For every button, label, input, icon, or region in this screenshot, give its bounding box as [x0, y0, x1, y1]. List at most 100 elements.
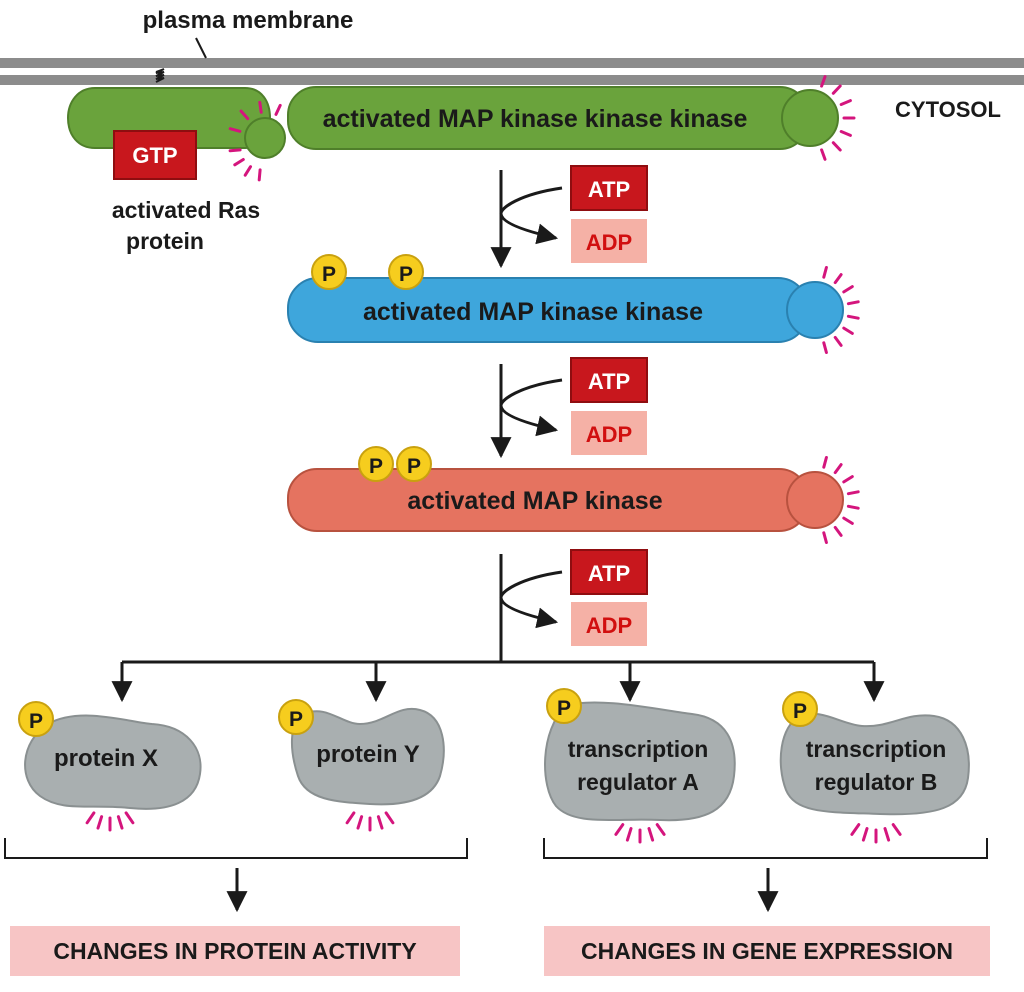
activation-tick [839, 130, 852, 137]
activation-tick [833, 525, 843, 537]
activation-tick [655, 823, 666, 836]
protein-activity-box [10, 926, 460, 976]
regulator-b-label-line2: regulator B [815, 769, 938, 795]
phosphorylation-arrow [490, 170, 563, 269]
phosphate-icon: P [358, 446, 394, 482]
adp-label: ADP [586, 613, 632, 638]
branch-connector [111, 660, 885, 703]
activation-ticks [85, 75, 902, 844]
protein-y [290, 707, 445, 806]
ras-label-line2: protein [126, 228, 204, 254]
adp-box [571, 602, 647, 646]
activation-tick [831, 141, 842, 152]
activation-tick [257, 168, 262, 182]
activation-tick [822, 531, 828, 544]
activation-tick [846, 314, 860, 320]
phosphate-label: P [399, 263, 413, 286]
activation-tick [842, 326, 854, 335]
mapk-protein [287, 468, 844, 532]
phosphate-icon: P [396, 446, 432, 482]
protein-x [24, 714, 202, 810]
activation-tick [116, 815, 124, 830]
adp-label: ADP [586, 422, 632, 447]
activation-tick [861, 827, 869, 842]
activation-tick [891, 823, 902, 836]
activation-tick [820, 148, 827, 161]
activation-tick [833, 463, 843, 475]
protein-x-label: protein X [54, 745, 158, 772]
outcome-bracket-protein [4, 838, 468, 913]
activation-tick [850, 823, 861, 836]
phosphate-label: P [29, 710, 43, 733]
atp-label: ATP [588, 561, 630, 586]
phosphate-icon: P [311, 254, 347, 290]
cytosol-label: CYTOSOL [895, 97, 1001, 122]
gtp-label: GTP [132, 143, 177, 168]
activation-tick [345, 811, 356, 825]
atp-box [570, 165, 648, 211]
adp-box [571, 219, 647, 263]
activation-tick [846, 504, 860, 510]
activation-tick [647, 827, 655, 842]
activation-tick [822, 266, 828, 279]
phosphate-label: P [557, 697, 571, 720]
phosphate-icon: P [388, 254, 424, 290]
gene-expression-box [544, 926, 990, 976]
phosphate-icon: P [546, 688, 582, 724]
plasma-membrane-label: plasma membrane [143, 7, 354, 34]
adp-label: ADP [586, 230, 632, 255]
activation-tick [614, 823, 625, 836]
phosphate-icon: P [18, 701, 54, 737]
outcome-bracket-gene [543, 838, 988, 913]
mapkkk-protein [287, 86, 839, 150]
mapk-label: activated MAP kinase [407, 487, 662, 515]
activation-tick [833, 273, 843, 285]
atp-box [570, 357, 648, 403]
lipid-anchor-icon [155, 68, 165, 83]
mapkk-protein [287, 277, 844, 343]
activation-tick [842, 475, 854, 484]
activation-tick [831, 84, 842, 95]
protein-activity-label: CHANGES IN PROTEIN ACTIVITY [53, 938, 416, 964]
regulator-b-label-line1: transcription [806, 736, 947, 762]
mapkk-label: activated MAP kinase kinase [363, 298, 703, 326]
regulator-a-label-line2: regulator A [577, 769, 699, 795]
activation-tick [839, 99, 852, 106]
activation-tick [239, 109, 250, 121]
phosphate-icon: P [782, 691, 818, 727]
activation-tick [846, 300, 860, 306]
phosphate-label: P [289, 708, 303, 731]
transcription-regulator-a [544, 701, 736, 822]
activation-tick [233, 158, 245, 167]
transcription-regulator-b [779, 712, 970, 816]
phosphate-icon: P [278, 699, 314, 735]
phosphorylation-arrow [499, 554, 563, 662]
phosphate-label: P [407, 455, 421, 478]
activation-tick [822, 341, 828, 354]
phosphate-label: P [369, 455, 383, 478]
activation-tick [625, 827, 633, 842]
activation-tick [228, 148, 242, 153]
activation-tick [846, 490, 860, 496]
atp-label: ATP [588, 369, 630, 394]
ras-label-line1: activated Ras [112, 197, 260, 223]
activation-tick [356, 815, 364, 830]
atp-box [570, 549, 648, 595]
activation-tick [883, 827, 891, 842]
activation-tick [243, 165, 252, 177]
gtp-box [113, 130, 197, 180]
regulator-a-label-line1: transcription [568, 736, 709, 762]
atp-label: ATP [588, 177, 630, 202]
activation-tick [822, 456, 828, 469]
plasma-membrane [0, 37, 1024, 85]
activation-tick [384, 811, 395, 825]
activation-tick [124, 811, 135, 825]
activation-tick [833, 335, 843, 347]
phosphate-label: P [793, 700, 807, 723]
activation-tick [842, 516, 854, 525]
phosphate-label: P [322, 263, 336, 286]
activation-tick [96, 815, 104, 830]
gene-expression-label: CHANGES IN GENE EXPRESSION [581, 938, 953, 964]
activation-tick [820, 75, 827, 88]
activation-tick [376, 815, 384, 830]
